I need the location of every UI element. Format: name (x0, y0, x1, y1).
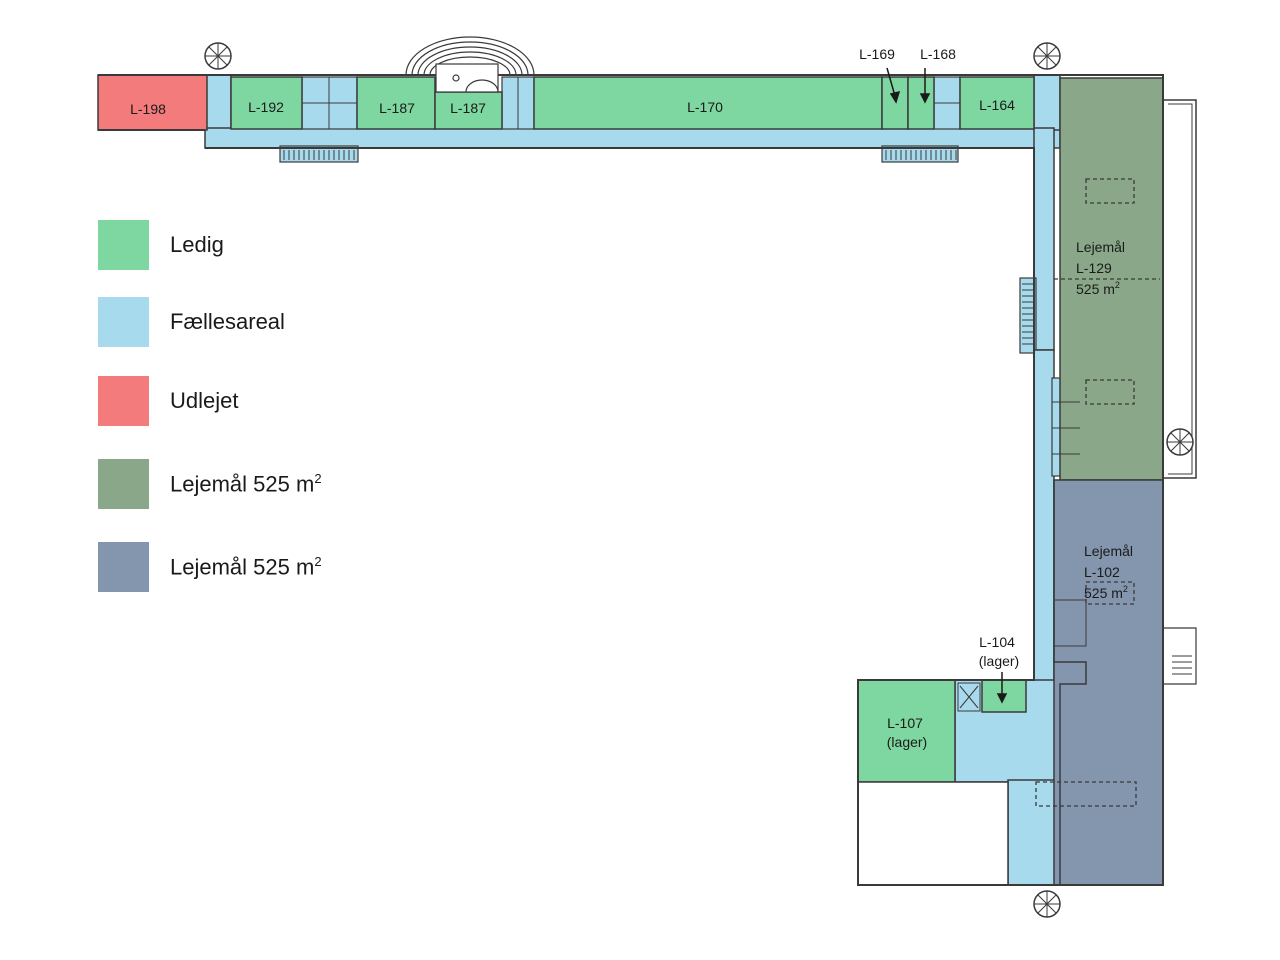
label-l192: L-192 (248, 99, 284, 115)
stair-landing-west (204, 74, 232, 131)
arc-outer (405, 36, 535, 76)
l102-inner-room (1054, 599, 1087, 647)
east-corridor-upper (1033, 127, 1055, 351)
legend-item-lejemaal-1: Lejemål 525 m2 (98, 458, 322, 510)
legend-label-lejemaal-2: Lejemål 525 m2 (170, 554, 322, 580)
west-wing-wall (98, 74, 205, 131)
label-l102-area: 525 m (1084, 585, 1123, 601)
outer-wall (205, 74, 1164, 886)
south-corridor (1007, 779, 1061, 886)
legend-item-faellesareal: Fællesareal (98, 296, 285, 348)
stair-steps-1 (283, 150, 355, 160)
legend-label-ledig: Ledig (170, 232, 224, 257)
label-l129-sup: 2 (1115, 280, 1120, 290)
label-l104-line1: L-104 (979, 634, 1015, 650)
legend-item-ledig: Ledig (98, 219, 224, 271)
label-l129-line2: L-129 (1076, 260, 1112, 276)
legend-lejemaal-2-sup: 2 (314, 553, 322, 569)
label-l168: L-168 (920, 46, 956, 62)
legend-swatch-lejemaal-2 (98, 542, 149, 592)
legend-swatch-faellesareal (98, 297, 149, 347)
spiral-stair-east-treads (1167, 429, 1193, 455)
label-l169: L-169 (859, 46, 895, 62)
semicircle-entrance (405, 36, 535, 93)
spiral-stair-south-treads (1034, 891, 1060, 917)
north-corridor (204, 127, 1061, 149)
interior-walls (302, 77, 1087, 647)
lift-cross (959, 685, 979, 709)
dashed-area-4 (1035, 781, 1137, 807)
stair-hatching (283, 150, 1034, 345)
arrow-l169-line (886, 67, 896, 97)
dashed-area-3 (1085, 581, 1135, 605)
spiral-stair-west-treads (205, 43, 231, 69)
legend-label-lejemaal-1: Lejemål 525 m2 (170, 471, 322, 497)
east-ramp (1163, 627, 1197, 685)
label-l104-line2: (lager) (979, 653, 1019, 669)
arrow-l168-head (919, 93, 931, 104)
label-l187-west: L-187 (379, 100, 415, 116)
unit-l164[interactable] (959, 76, 1035, 130)
legend-label-faellesareal: Fællesareal (170, 309, 285, 334)
lobby-arc (465, 79, 499, 93)
unit-l107[interactable] (857, 679, 956, 783)
legend-lejemaal-1-sup: 2 (314, 470, 322, 486)
unit-l168[interactable] (907, 76, 935, 130)
unit-labels: L-198 L-192 L-187 L-187 L-170 L-169 L-16… (130, 46, 1133, 750)
stair-landing-east (1033, 74, 1061, 131)
unshaded-room (857, 781, 1009, 886)
stair-steps-2 (885, 150, 957, 160)
dashed-area-1 (1085, 178, 1135, 204)
east-corridor-lower (1033, 349, 1055, 691)
label-l102-line1: Lejemål (1084, 543, 1133, 559)
label-l129-line3: 525 m2 (1076, 280, 1120, 297)
stair-steps-3 (1022, 283, 1034, 345)
east-balcony-inner (1168, 103, 1193, 475)
lobby-fixture (452, 74, 460, 82)
legend-label-udlejet: Udlejet (170, 388, 239, 413)
callout-arrows (886, 67, 1008, 704)
label-l170: L-170 (687, 99, 723, 115)
arrow-l169-head (889, 90, 901, 104)
east-balcony (1163, 99, 1197, 479)
unit-l192[interactable] (230, 76, 303, 130)
label-l102-line2: L-102 (1084, 564, 1120, 580)
legend-swatch-lejemaal-1 (98, 459, 149, 509)
label-l129-line1: Lejemål (1076, 239, 1125, 255)
label-l129-area: 525 m (1076, 281, 1115, 297)
corridor-niche (1019, 277, 1037, 354)
label-l198: L-198 (130, 101, 166, 117)
label-l164: L-164 (979, 97, 1015, 113)
east-ramp-steps (1172, 655, 1192, 675)
spiral-stairs (204, 42, 1194, 918)
arrow-l104-head (996, 693, 1008, 704)
unit-l170[interactable] (533, 76, 883, 130)
arc-5 (429, 56, 511, 76)
label-l102-sup: 2 (1123, 584, 1128, 594)
label-l187-east: L-187 (450, 100, 486, 116)
label-l102-line3: 525 m2 (1084, 584, 1128, 601)
arc-2 (411, 41, 529, 76)
unit-l102[interactable] (1053, 479, 1164, 886)
dashed-area-2 (1085, 379, 1135, 405)
legend-item-udlejet: Udlejet (98, 375, 238, 427)
legend-lejemaal-2-text: Lejemål 525 m (170, 554, 315, 580)
l102-wall (1053, 480, 1087, 885)
spiral-stair-north-treads (1034, 43, 1060, 69)
arc-4 (423, 51, 517, 76)
arc-3 (417, 46, 523, 76)
unit-l187-east[interactable] (434, 91, 503, 130)
legend-item-lejemaal-2: Lejemål 525 m2 (98, 541, 322, 593)
unit-l169[interactable] (881, 76, 909, 130)
legend-swatch-udlejet (98, 376, 149, 426)
label-l107-line1: L-107 (887, 715, 923, 731)
legend-swatch-ledig (98, 220, 149, 270)
label-l107-line2: (lager) (887, 734, 927, 750)
legend-lejemaal-1-text: Lejemål 525 m (170, 471, 315, 497)
vacant-units (230, 76, 1035, 783)
